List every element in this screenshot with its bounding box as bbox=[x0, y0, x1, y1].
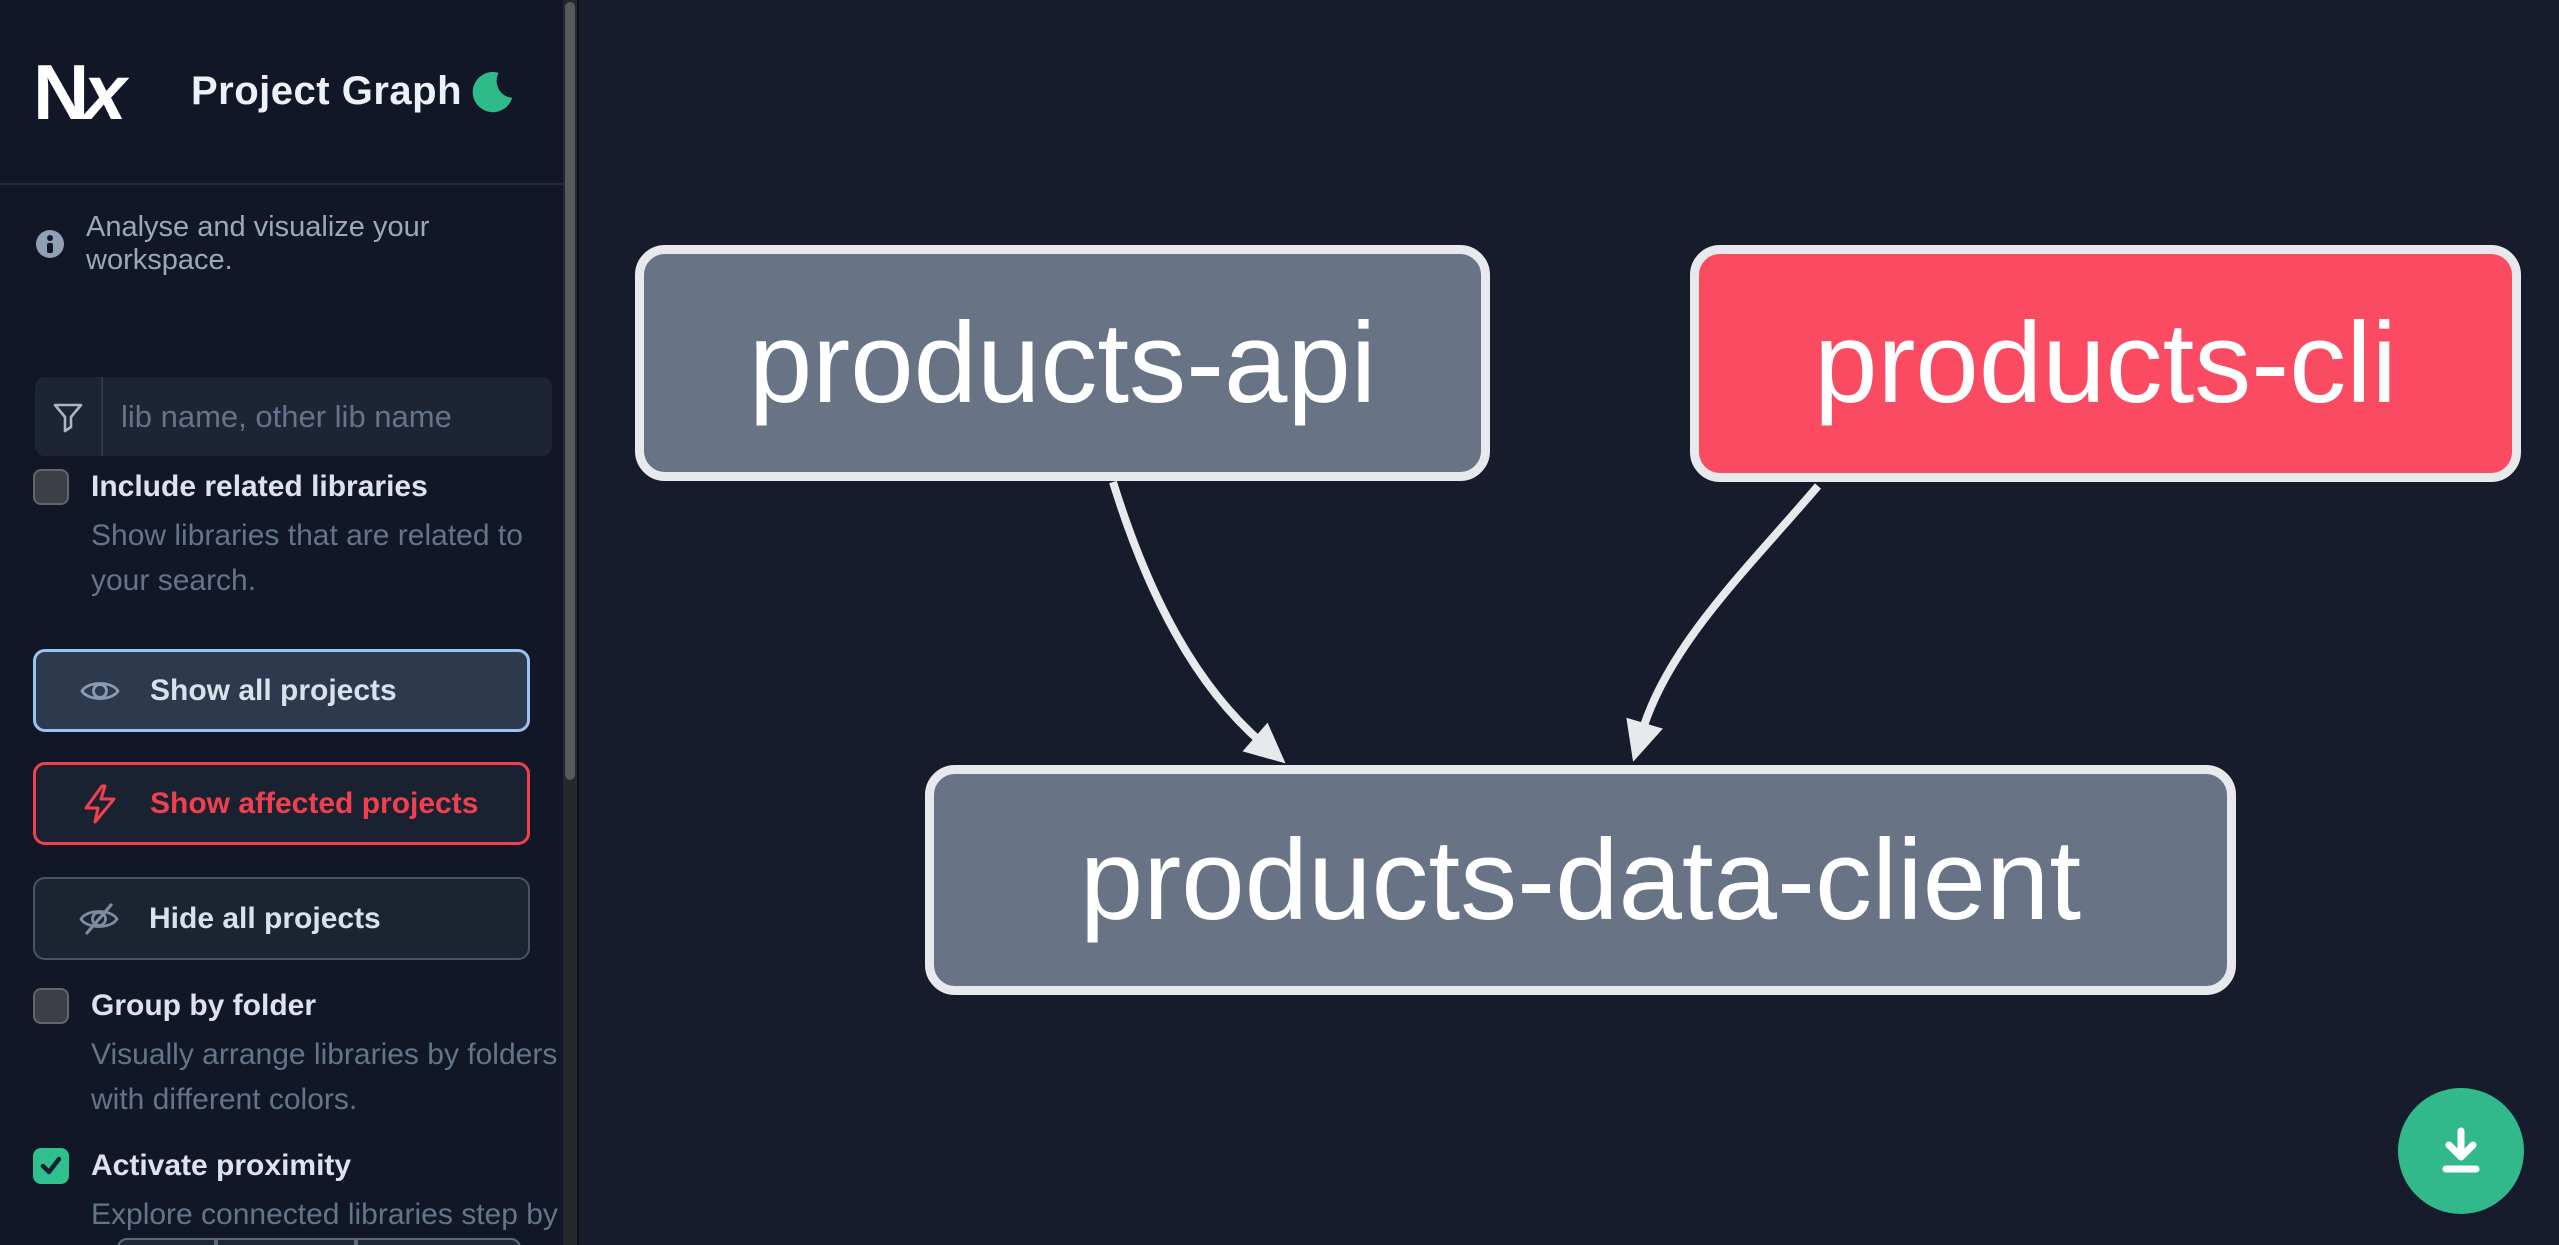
nx-logo: Nx bbox=[33, 47, 127, 136]
hide-all-projects-button[interactable]: Hide all projects bbox=[33, 877, 530, 960]
group-by-folder-checkbox[interactable] bbox=[33, 988, 69, 1024]
group-by-folder-label: Group by folder bbox=[91, 989, 316, 1022]
proximity-depth-value bbox=[216, 1238, 356, 1245]
proximity-increment-button[interactable] bbox=[356, 1238, 521, 1245]
activate-proximity-description: Explore connected libraries step by step… bbox=[91, 1198, 558, 1245]
show-all-projects-label: Show all projects bbox=[150, 673, 397, 707]
bolt-icon bbox=[84, 784, 116, 823]
sidebar-header: Nx Project Graph bbox=[0, 0, 563, 185]
eye-icon bbox=[80, 681, 120, 700]
sidebar-scrollbar[interactable] bbox=[563, 0, 577, 1245]
eye-off-icon bbox=[79, 902, 119, 935]
include-related-checkbox[interactable] bbox=[33, 469, 69, 505]
activate-proximity-checkbox[interactable] bbox=[33, 1148, 69, 1184]
tagline-row: Analyse and visualize your workspace. bbox=[0, 211, 563, 277]
graph-canvas[interactable] bbox=[579, 0, 2559, 1245]
download-icon bbox=[2442, 1127, 2480, 1173]
graph-node-products-data-client[interactable]: products-data-client bbox=[925, 765, 2236, 995]
option-group-by-folder: Group by folder Visually arrange librari… bbox=[0, 988, 563, 1122]
option-include-related: Include related libraries Show libraries… bbox=[0, 469, 563, 603]
funnel-icon bbox=[35, 377, 103, 456]
download-graph-button[interactable] bbox=[2398, 1088, 2524, 1214]
project-actions: Show all projects Show affected projects… bbox=[0, 649, 563, 960]
show-all-projects-button[interactable]: Show all projects bbox=[33, 649, 530, 732]
include-related-label: Include related libraries bbox=[91, 470, 428, 503]
app-title: Project Graph bbox=[191, 69, 463, 113]
info-icon bbox=[36, 230, 64, 258]
hide-all-projects-label: Hide all projects bbox=[149, 901, 381, 935]
show-affected-projects-button[interactable]: Show affected projects bbox=[33, 762, 530, 845]
search-input[interactable] bbox=[103, 377, 552, 456]
activate-proximity-label: Activate proximity bbox=[91, 1149, 352, 1182]
sidebar-canvas-divider bbox=[577, 0, 579, 1245]
check-icon bbox=[40, 1156, 62, 1175]
moon-icon[interactable] bbox=[470, 69, 516, 115]
graph-node-products-api[interactable]: products-api bbox=[635, 245, 1490, 481]
tagline-text: Analyse and visualize your workspace. bbox=[86, 211, 430, 276]
graph-node-products-cli[interactable]: products-cli bbox=[1690, 245, 2521, 482]
sidebar-scrollbar-thumb[interactable] bbox=[565, 2, 575, 780]
group-by-folder-description: Visually arrange libraries by folders wi… bbox=[91, 1038, 558, 1116]
search-box bbox=[35, 377, 552, 456]
proximity-depth-stepper bbox=[117, 1238, 521, 1245]
option-activate-proximity: Activate proximity Explore connected lib… bbox=[0, 1148, 563, 1245]
include-related-description: Show libraries that are related to your … bbox=[91, 519, 523, 597]
sidebar: Nx Project Graph Analyse and visualize y… bbox=[0, 0, 563, 1245]
show-affected-projects-label: Show affected projects bbox=[150, 786, 479, 820]
proximity-decrement-button[interactable] bbox=[117, 1238, 216, 1245]
